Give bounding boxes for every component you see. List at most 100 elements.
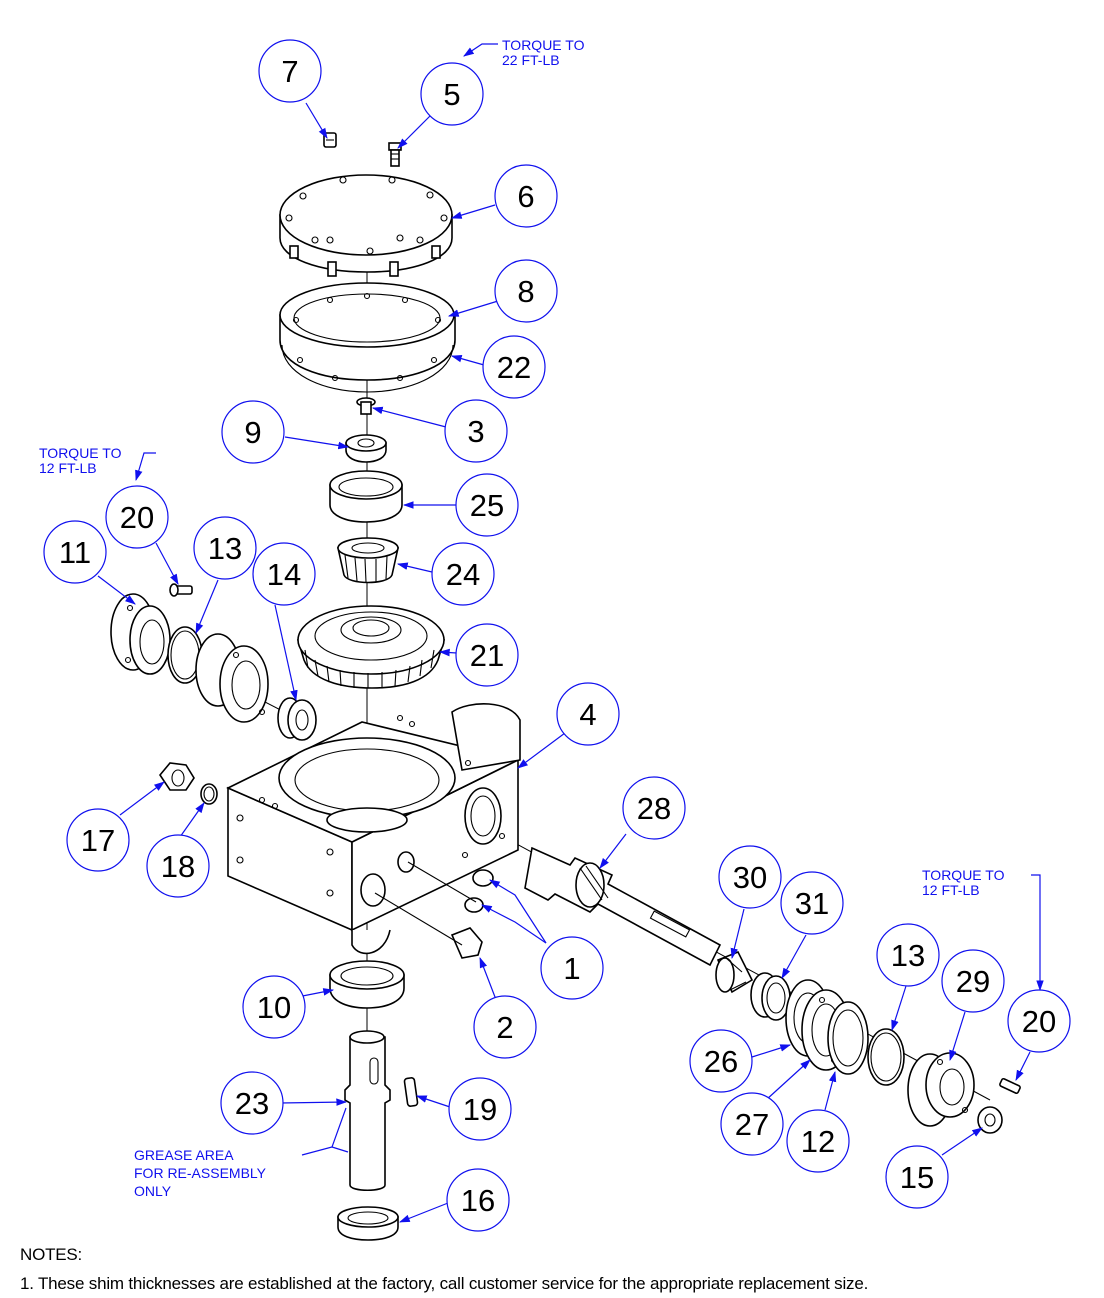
svg-text:13: 13 xyxy=(891,938,925,973)
svg-text:20: 20 xyxy=(120,500,154,535)
svg-text:16: 16 xyxy=(461,1183,495,1218)
part-3-screw xyxy=(356,397,376,415)
svg-text:TORQUE TO: TORQUE TO xyxy=(502,37,585,53)
part-23-shaft xyxy=(344,1030,391,1192)
svg-text:25: 25 xyxy=(470,488,504,523)
svg-text:ONLY: ONLY xyxy=(134,1183,172,1199)
part-2-fitting xyxy=(374,892,483,959)
balloon-3: 3 xyxy=(444,399,508,463)
svg-text:8: 8 xyxy=(517,274,534,309)
svg-text:18: 18 xyxy=(161,849,195,884)
part-19-key xyxy=(403,1077,419,1107)
balloon-21: 21 xyxy=(455,623,519,687)
part-18-washer xyxy=(200,783,218,805)
svg-text:TORQUE TO: TORQUE TO xyxy=(922,867,1005,883)
balloon-15: 15 xyxy=(885,1145,949,1209)
svg-text:28: 28 xyxy=(637,791,671,826)
balloon-13-right: 13 xyxy=(876,923,940,987)
balloon-12: 12 xyxy=(786,1109,850,1173)
svg-text:24: 24 xyxy=(446,557,480,592)
balloon-19: 19 xyxy=(448,1077,512,1141)
svg-text:TORQUE TO: TORQUE TO xyxy=(39,445,122,461)
part-29-end-cap xyxy=(907,1052,975,1127)
part-13-right-o-ring xyxy=(867,1028,905,1086)
svg-text:5: 5 xyxy=(443,77,460,112)
svg-text:6: 6 xyxy=(517,179,534,214)
part-22-gasket-ring xyxy=(281,344,454,393)
balloon-24: 24 xyxy=(431,542,495,606)
balloon-1: 1 xyxy=(540,936,604,1000)
part-24-tapered-bearing xyxy=(337,537,399,584)
svg-text:15: 15 xyxy=(900,1160,934,1195)
balloon-17: 17 xyxy=(66,808,130,872)
svg-text:26: 26 xyxy=(704,1044,738,1079)
balloon-30: 30 xyxy=(718,845,782,909)
part-1-plugs xyxy=(407,861,494,913)
balloon-5: 5 xyxy=(420,62,484,126)
balloon-29: 29 xyxy=(941,949,1005,1013)
svg-text:12 FT-LB: 12 FT-LB xyxy=(39,460,97,476)
svg-text:3: 3 xyxy=(467,414,484,449)
svg-text:FOR RE-ASSEMBLY: FOR RE-ASSEMBLY xyxy=(134,1165,267,1181)
svg-text:23: 23 xyxy=(235,1086,269,1121)
svg-text:19: 19 xyxy=(463,1092,497,1127)
part-28-input-shaft xyxy=(524,846,722,967)
part-10-bearing xyxy=(329,960,405,1009)
balloon-20-left: 20 xyxy=(105,485,169,549)
part-9-washer xyxy=(345,434,387,463)
part-14-left-bearing xyxy=(277,697,317,741)
balloon-8: 8 xyxy=(494,259,558,323)
balloon-11: 11 xyxy=(43,520,107,584)
balloon-16: 16 xyxy=(446,1168,510,1232)
balloon-23: 23 xyxy=(220,1071,284,1135)
svg-text:20: 20 xyxy=(1022,1004,1056,1039)
svg-text:12: 12 xyxy=(801,1124,835,1159)
part-14-left-shim-stack xyxy=(195,633,269,723)
torque-note-right: TORQUE TO 12 FT-LB xyxy=(922,867,1005,898)
balloon-20-right: 20 xyxy=(1007,989,1071,1053)
svg-text:17: 17 xyxy=(81,823,115,858)
part-8-spacer-ring xyxy=(279,282,456,381)
svg-text:12 FT-LB: 12 FT-LB xyxy=(922,882,980,898)
balloon-6: 6 xyxy=(494,164,558,228)
svg-text:22 FT-LB: 22 FT-LB xyxy=(502,52,560,68)
part-16-seal xyxy=(337,1206,399,1241)
balloon-18: 18 xyxy=(146,834,210,898)
svg-text:2: 2 xyxy=(496,1010,513,1045)
balloon-27: 27 xyxy=(720,1092,784,1156)
svg-text:11: 11 xyxy=(59,535,91,570)
balloon-4: 4 xyxy=(556,682,620,746)
balloon-26: 26 xyxy=(689,1029,753,1093)
notes-section: NOTES: 1. These shim thicknesses are est… xyxy=(20,1240,868,1298)
balloon-22: 22 xyxy=(482,335,546,399)
svg-text:22: 22 xyxy=(497,350,531,385)
balloon-9: 9 xyxy=(221,400,285,464)
balloon-25: 25 xyxy=(455,473,519,537)
part-20-left-screw xyxy=(169,583,193,597)
part-31-bearing-cup xyxy=(750,972,791,1021)
svg-text:21: 21 xyxy=(470,638,504,673)
part-30-tapered-bearing xyxy=(715,950,754,994)
part-17-plug xyxy=(159,762,195,791)
balloon-7: 7 xyxy=(258,39,322,103)
balloon-2: 2 xyxy=(473,995,537,1059)
torque-note-left: TORQUE TO 12 FT-LB xyxy=(39,445,122,476)
part-21-bevel-gear xyxy=(296,605,446,689)
svg-text:GREASE AREA: GREASE AREA xyxy=(134,1147,234,1163)
part-6-cover-plate xyxy=(279,174,453,277)
svg-text:14: 14 xyxy=(267,557,301,592)
balloon-28: 28 xyxy=(622,776,686,840)
svg-text:4: 4 xyxy=(579,697,596,732)
balloon-13-left: 13 xyxy=(193,516,257,580)
balloon-10: 10 xyxy=(242,975,306,1039)
svg-text:7: 7 xyxy=(281,54,298,89)
svg-text:29: 29 xyxy=(956,964,990,999)
svg-text:27: 27 xyxy=(735,1107,769,1142)
svg-text:13: 13 xyxy=(208,531,242,566)
svg-text:10: 10 xyxy=(257,990,291,1025)
part-15-washer xyxy=(977,1106,1003,1134)
notes-heading: NOTES: xyxy=(20,1245,83,1264)
balloon-31: 31 xyxy=(780,871,844,935)
part-4-housing xyxy=(226,703,521,955)
